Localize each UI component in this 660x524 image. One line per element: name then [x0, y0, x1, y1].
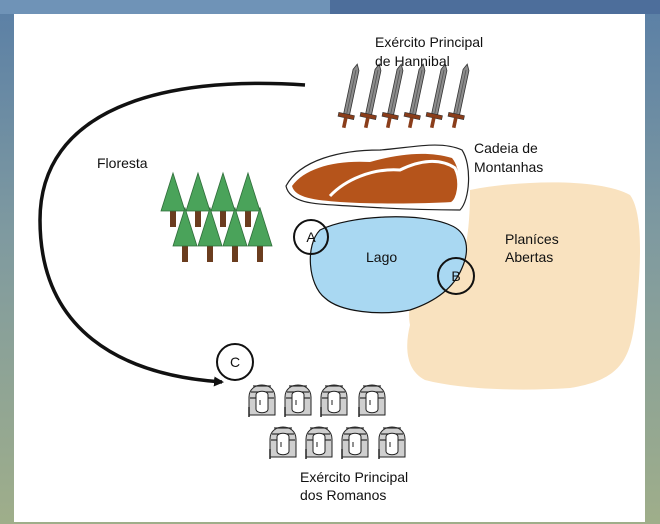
forest-label: Floresta — [97, 155, 148, 171]
plains-area — [407, 182, 640, 390]
tree-icon — [222, 206, 248, 262]
roman-army-label-line1: Exército Principal — [300, 469, 408, 485]
tree-icon — [247, 206, 273, 262]
sword-icon — [447, 63, 470, 129]
point-c-marker: C — [216, 343, 254, 381]
tree-icon — [185, 171, 211, 227]
sword-icon — [337, 63, 360, 129]
tree-icon — [172, 206, 198, 262]
roman-soldier-icon — [248, 384, 276, 417]
roman-soldier-icon — [269, 426, 297, 459]
tree-icon — [235, 171, 261, 227]
roman-soldier-icon — [305, 426, 333, 459]
roman-army-label-line2: dos Romanos — [300, 487, 386, 503]
roman-soldier-icon — [320, 384, 348, 417]
hannibal-army-label-line1: Exército Principal — [375, 34, 483, 50]
hannibal-swords — [337, 63, 470, 129]
tree-icon — [160, 171, 186, 227]
hannibal-army-label-line2: de Hannibal — [375, 53, 450, 69]
point-a-label: A — [306, 229, 316, 245]
top-strip — [0, 0, 660, 14]
plains-label-line2: Abertas — [505, 249, 553, 265]
mountains-label-line2: Montanhas — [474, 159, 543, 175]
roman-soldier-icon — [341, 426, 369, 459]
sword-icon — [403, 63, 426, 129]
point-b-label: B — [451, 268, 460, 284]
march-arrow — [38, 81, 306, 387]
roman-soldier-icon — [358, 384, 386, 417]
sword-icon — [359, 63, 382, 129]
sword-icon — [425, 63, 448, 129]
point-a-marker: A — [293, 219, 329, 255]
tree-icon — [197, 206, 223, 262]
point-c-label: C — [230, 354, 240, 370]
point-b-marker: B — [437, 257, 475, 295]
mountains-label-line1: Cadeia de — [474, 140, 538, 156]
plains-label-line1: Planíces — [505, 231, 559, 247]
lake-label: Lago — [366, 249, 397, 265]
sword-icon — [381, 63, 404, 129]
mountain-range — [285, 144, 470, 211]
forest-trees — [160, 171, 273, 262]
roman-soldier-icon — [378, 426, 406, 459]
roman-soldier-icon — [284, 384, 312, 417]
tree-icon — [210, 171, 236, 227]
lake — [309, 216, 468, 314]
roman-soldiers — [248, 384, 406, 459]
